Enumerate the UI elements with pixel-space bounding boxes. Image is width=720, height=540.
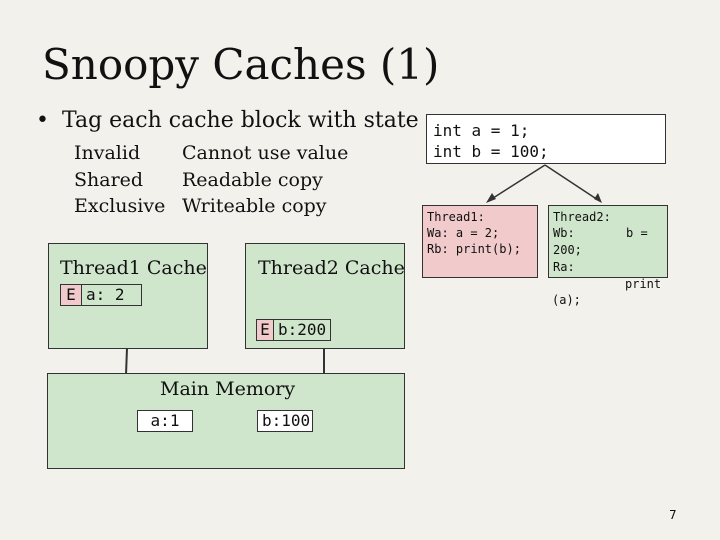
state-name-invalid: Invalid xyxy=(74,142,141,164)
thread2-code-line-5: print xyxy=(625,277,662,291)
thread2-cache-box: Thread2 Cache E b:200 xyxy=(245,243,405,349)
thread2-value-cell: b:200 xyxy=(273,319,331,341)
state-desc-exclusive: Writeable copy xyxy=(182,195,327,217)
thread1-value-cell: a: 2 xyxy=(81,284,142,306)
state-desc-shared: Readable copy xyxy=(182,169,323,191)
thread2-code-line-2b: b = xyxy=(626,226,648,240)
page-number: 7 xyxy=(669,508,677,522)
main-memory-box: Main Memory a:1 b:100 xyxy=(47,373,405,469)
thread2-code-line-2: Wb: xyxy=(553,226,575,240)
main-memory-title: Main Memory xyxy=(160,378,296,400)
thread1-cache-title: Thread1 Cache xyxy=(60,257,207,279)
thread2-state-cell: E xyxy=(256,319,274,341)
bullet-item: • Tag each cache block with state xyxy=(36,108,419,133)
thread2-cache-title: Thread2 Cache xyxy=(258,257,405,279)
memory-cell-b: b:100 xyxy=(257,410,313,432)
thread2-code-line-1: Thread2: xyxy=(553,210,611,224)
slide-title: Snoopy Caches (1) xyxy=(42,40,440,89)
init-code-line-1: int a = 1; xyxy=(433,121,530,140)
memory-cell-a: a:1 xyxy=(137,410,193,432)
state-name-shared: Shared xyxy=(74,169,144,191)
thread1-code-box: Thread1: Wa: a = 2; Rb: print(b); xyxy=(422,205,538,278)
thread2-code-box: Thread2: Wb: b = 200; Ra: xyxy=(548,205,668,278)
thread2-code-line-6: (a); xyxy=(552,293,581,307)
bullet-dot-icon: • xyxy=(36,108,49,133)
bullet-text: Tag each cache block with state xyxy=(62,108,419,133)
thread1-code-line-2: Wa: a = 2; xyxy=(427,226,500,240)
thread1-code-line-3: Rb: print(b); xyxy=(427,242,521,256)
state-desc-invalid: Cannot use value xyxy=(182,142,349,164)
state-name-exclusive: Exclusive xyxy=(74,195,166,217)
thread2-code-line-3: 200; xyxy=(553,243,582,257)
thread1-cache-box: Thread1 Cache E a: 2 xyxy=(48,243,208,349)
thread1-code-line-1: Thread1: xyxy=(427,210,485,224)
init-code-box: int a = 1; int b = 100; xyxy=(426,114,666,164)
thread1-state-cell: E xyxy=(60,284,82,306)
init-code-line-2: int b = 100; xyxy=(433,142,549,161)
thread2-code-line-4: Ra: xyxy=(553,260,575,274)
